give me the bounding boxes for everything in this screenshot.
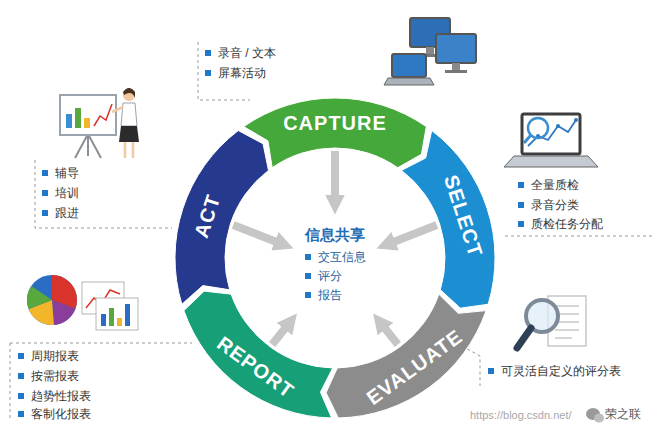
leader-lines	[10, 42, 655, 420]
segment-fill	[184, 291, 333, 418]
center-hub: 信息共享交互信息评分报告	[297, 218, 374, 311]
bullet-item: 可灵活自定义的评分表	[488, 362, 621, 380]
segment-fill	[326, 294, 486, 418]
magnifier-icon	[517, 296, 586, 348]
bullet-item: 客制化报表	[18, 405, 91, 423]
hub-bullet: 报告	[305, 286, 366, 305]
inward-arrow	[386, 225, 437, 245]
watermark: 荣之联	[605, 406, 641, 423]
hub-heading: 信息共享	[305, 224, 366, 246]
segment-shape	[173, 128, 271, 307]
presenter-icon	[60, 88, 139, 158]
bullet-item: 录音 / 文本	[205, 44, 276, 62]
bullet-item: 屏幕活动	[205, 64, 266, 82]
segment-shape	[399, 128, 497, 311]
hub-bullet: 交互信息	[305, 248, 366, 267]
report-charts-icon	[40, 282, 139, 330]
bullet-item: 辅导	[42, 164, 79, 182]
segment-fill	[244, 98, 427, 168]
wechat-icon	[586, 408, 604, 423]
hub-bullet: 评分	[305, 267, 366, 286]
capture-segment: CAPTURE	[241, 96, 429, 170]
select-segment: SELECT	[399, 128, 497, 311]
report-segment: REPORT	[181, 289, 335, 420]
segment-fill	[175, 131, 268, 305]
segment-shape	[324, 292, 489, 420]
segment-label: CAPTURE	[283, 111, 387, 135]
act-segment: ACT	[173, 128, 271, 307]
inward-arrow	[379, 321, 398, 344]
bullet-item: 趋势性报表	[18, 387, 91, 405]
bullet-item: 跟进	[42, 204, 79, 222]
inward-arrow	[331, 151, 339, 205]
inward-arrow	[233, 225, 284, 245]
computers-icon	[384, 18, 476, 85]
bullet-item: 录音分类	[518, 196, 579, 214]
segment-fill	[402, 131, 495, 309]
bullet-item: 培训	[42, 184, 79, 202]
inward-arrow	[272, 321, 291, 344]
watermark: https://blog.csdn.net/	[470, 409, 572, 421]
bullet-item: 质检任务分配	[518, 215, 603, 233]
bullet-item: 全量质检	[518, 176, 579, 194]
evaluate-segment: EVALUATE	[324, 292, 489, 420]
laptop-chart-icon	[504, 114, 598, 167]
bullet-item: 按需报表	[18, 367, 79, 385]
bullet-item: 周期报表	[18, 347, 79, 365]
